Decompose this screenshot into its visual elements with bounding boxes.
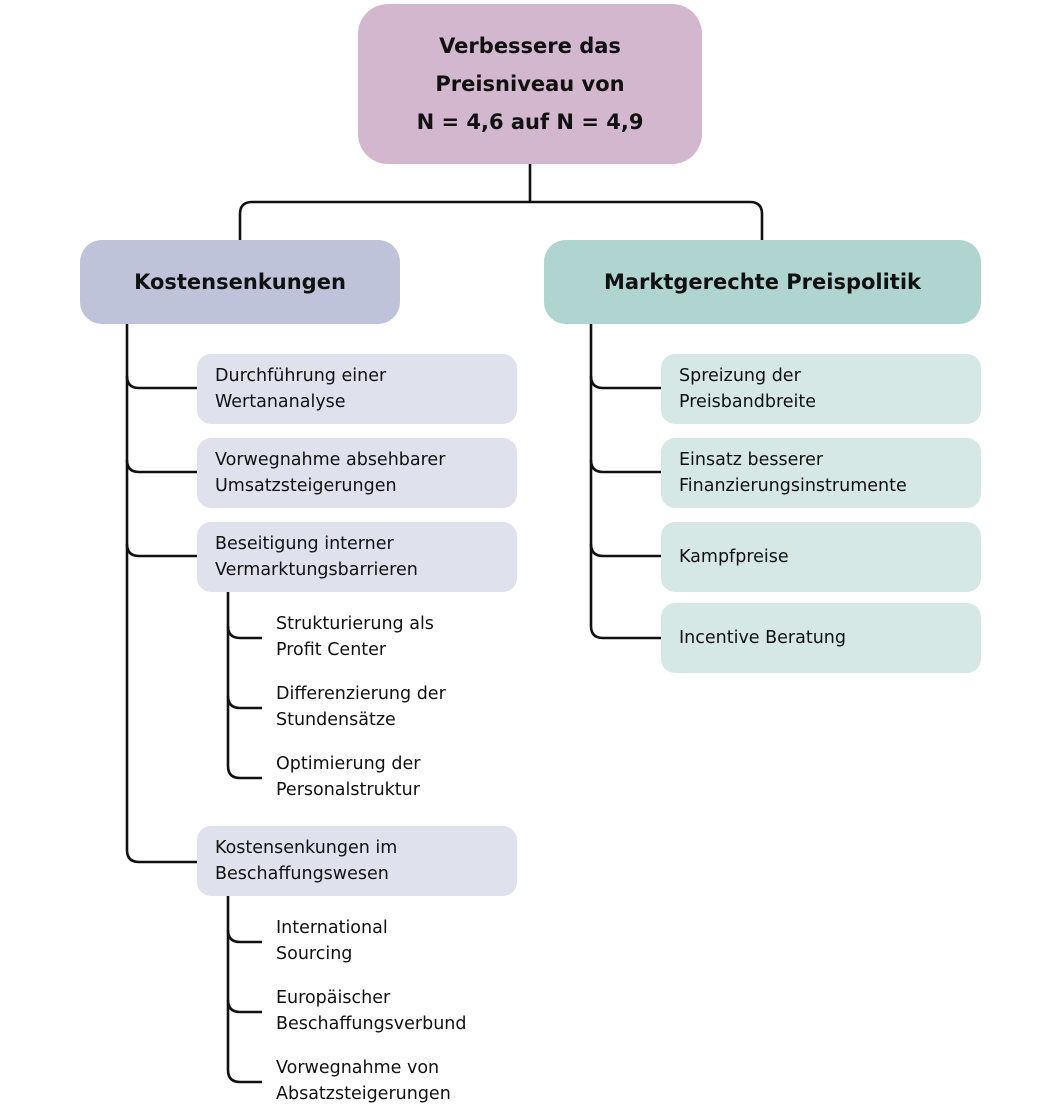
leaf-beschaffungsverbund: Europäischer Beschaffungsverbund xyxy=(276,985,467,1037)
branch-marktgerechte-preispolitik: Marktgerechte Preispolitik xyxy=(544,240,981,324)
leaf-profit-center: Strukturierung als Profit Center xyxy=(276,611,434,663)
root-line: N = 4,6 auf N = 4,9 xyxy=(416,110,644,134)
leaf-absatzsteigerungen: Vorwegnahme von Absatzsteigerungen xyxy=(276,1055,451,1107)
leaf-label: Strukturierung als Profit Center xyxy=(276,614,434,660)
root-to-branches-connector xyxy=(238,164,764,240)
sub-trunk-item-3 xyxy=(226,592,262,780)
root-line: Verbessere das xyxy=(439,34,621,58)
connector-left-item-2 xyxy=(125,459,197,474)
connector-leaf-4-1 xyxy=(226,929,262,944)
item-finanzierungsinstrumente: Einsatz besserer Finanzierungsinstrument… xyxy=(661,438,981,508)
right-branch-trunk xyxy=(589,324,661,640)
item-label: Beseitigung interner Vermarktungsbarrier… xyxy=(215,534,418,580)
connector-right-item-3 xyxy=(589,543,661,558)
item-wertanalyse: Durchführung einer Wertananalyse xyxy=(197,354,517,424)
leaf-international-sourcing: International Sourcing xyxy=(276,915,388,967)
leaf-label: International Sourcing xyxy=(276,918,388,964)
root-line: Preisniveau von xyxy=(435,72,625,96)
connector-leaf-4-2 xyxy=(226,999,262,1014)
left-branch-trunk xyxy=(125,324,197,864)
sub-trunk-item-4 xyxy=(226,896,262,1084)
item-label: Kostensenkungen im Beschaffungswesen xyxy=(215,838,398,884)
leaf-label: Differenzierung der Stundensätze xyxy=(276,684,446,730)
item-label: Vorwegnahme absehbarer Umsatzsteigerunge… xyxy=(215,450,446,496)
item-label: Spreizung der Preisbandbreite xyxy=(679,366,817,412)
root-goal-node: Verbessere das Preisniveau von N = 4,6 a… xyxy=(358,4,702,164)
item-label: Durchführung einer Wertananalyse xyxy=(215,366,387,412)
item-beschaffungswesen: Kostensenkungen im Beschaffungswesen xyxy=(197,826,517,896)
leaf-label: Optimierung der Personalstruktur xyxy=(276,754,421,800)
connector-left-item-1 xyxy=(125,375,197,390)
connector-leaf-3-2 xyxy=(226,695,262,710)
leaf-stundensaetze: Differenzierung der Stundensätze xyxy=(276,681,446,733)
item-vermarktungsbarrieren: Beseitigung interner Vermarktungsbarrier… xyxy=(197,522,517,592)
connector-right-item-2 xyxy=(589,459,661,474)
connector-left-item-3 xyxy=(125,543,197,558)
item-label: Incentive Beratung xyxy=(679,628,846,648)
leaf-label: Europäischer Beschaffungsverbund xyxy=(276,988,467,1034)
leaf-label: Vorwegnahme von Absatzsteigerungen xyxy=(276,1058,451,1104)
item-incentive-beratung: Incentive Beratung xyxy=(661,603,981,673)
item-label: Einsatz besserer Finanzierungsinstrument… xyxy=(679,450,907,496)
branch-label: Marktgerechte Preispolitik xyxy=(603,270,922,294)
leaf-personalstruktur: Optimierung der Personalstruktur xyxy=(276,751,420,803)
connector-right-item-1 xyxy=(589,375,661,390)
item-label: Kampfpreise xyxy=(679,547,789,567)
branch-kostensenkungen: Kostensenkungen xyxy=(80,240,400,324)
item-umsatzsteigerungen: Vorwegnahme absehbarer Umsatzsteigerunge… xyxy=(197,438,517,508)
item-preisbandbreite: Spreizung der Preisbandbreite xyxy=(661,354,981,424)
item-kampfpreise: Kampfpreise xyxy=(661,522,981,592)
connector-leaf-3-1 xyxy=(226,625,262,640)
branch-label: Kostensenkungen xyxy=(134,270,346,294)
